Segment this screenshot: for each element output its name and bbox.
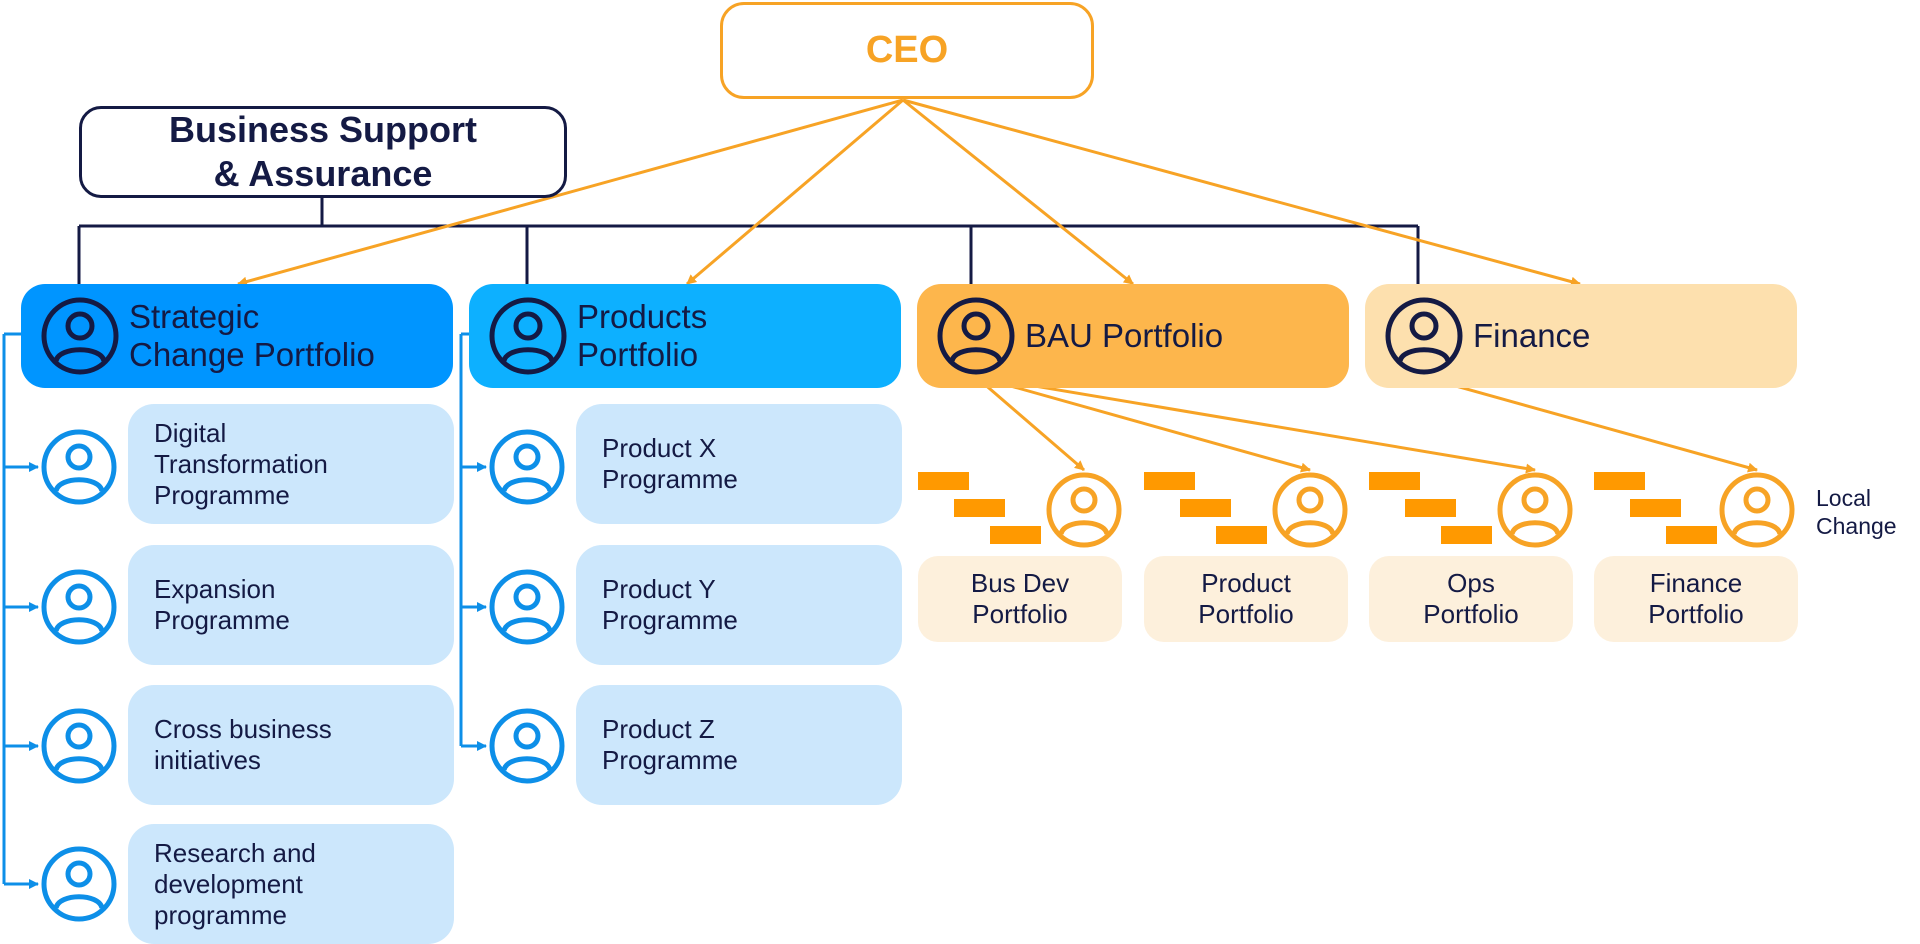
person-icon <box>937 297 1015 375</box>
portfolio-label: Strategic Change Portfolio <box>129 298 375 373</box>
programme-expansion: Expansion Programme <box>128 545 454 665</box>
person-icon <box>41 846 117 922</box>
sub-portfolio-label: Bus Dev Portfolio <box>970 568 1070 629</box>
portfolio-strategic-change: Strategic Change Portfolio <box>21 284 453 388</box>
portfolio-bau: BAU Portfolio <box>917 284 1349 388</box>
person-icon <box>41 569 117 645</box>
programme-digital-transformation: Digital Transformation Programme <box>128 404 454 524</box>
person-icon <box>1272 472 1348 548</box>
programme-product-z: Product Z Programme <box>576 685 902 805</box>
programme-label: Digital Transformation Programme <box>154 417 328 510</box>
local-connectors <box>974 374 1758 474</box>
business-support-node: Business Support & Assurance <box>79 106 567 198</box>
sub-portfolio-label: Ops Portfolio <box>1423 568 1519 629</box>
programme-cross-business: Cross business initiatives <box>128 685 454 805</box>
sub-portfolio-bus-dev: Bus Dev Portfolio <box>918 556 1122 642</box>
ceo-node: CEO <box>720 2 1094 99</box>
programme-product-x: Product X Programme <box>576 404 902 524</box>
programme-label: Research and development programme <box>154 837 316 930</box>
sub-portfolio-label: Product Portfolio <box>1198 568 1294 629</box>
gantt-bars-icon <box>1144 472 1267 544</box>
portfolio-label: Finance <box>1473 317 1591 354</box>
gantt-bars-icon <box>918 472 1041 544</box>
assurance-connectors <box>74 198 1423 295</box>
programme-label: Product Y Programme <box>602 574 738 635</box>
ceo-connectors <box>237 98 1581 287</box>
person-icon <box>489 569 565 645</box>
person-icon <box>489 708 565 784</box>
person-icon <box>1385 297 1463 375</box>
portfolio-label: BAU Portfolio <box>1025 317 1224 354</box>
person-icon <box>41 708 117 784</box>
local-change-label: Local Change <box>1816 485 1897 539</box>
person-icon <box>1046 472 1122 548</box>
sub-portfolio-product: Product Portfolio <box>1144 556 1348 642</box>
business-support-label: Business Support & Assurance <box>168 109 478 194</box>
portfolio-label: Products Portfolio <box>577 298 708 373</box>
programme-connectors <box>2 332 487 889</box>
person-icon <box>489 297 567 375</box>
person-icon <box>41 297 119 375</box>
gantt-bars-icon <box>1594 472 1717 544</box>
gantt-bars-icon <box>1369 472 1492 544</box>
programme-label: Cross business initiatives <box>154 714 332 775</box>
person-icon <box>489 429 565 505</box>
person-icon <box>41 429 117 505</box>
portfolio-products: Products Portfolio <box>469 284 901 388</box>
programme-label: Product Z Programme <box>602 714 738 775</box>
ceo-label: CEO <box>865 29 949 71</box>
programme-label: Expansion Programme <box>154 574 290 635</box>
programme-research-development: Research and development programme <box>128 824 454 944</box>
portfolio-finance: Finance <box>1365 284 1797 388</box>
programme-label: Product X Programme <box>602 433 738 494</box>
sub-portfolio-label: Finance Portfolio <box>1648 568 1744 629</box>
programme-product-y: Product Y Programme <box>576 545 902 665</box>
sub-portfolio-finance: Finance Portfolio <box>1594 556 1798 642</box>
person-icon <box>1497 472 1573 548</box>
sub-portfolio-ops: Ops Portfolio <box>1369 556 1573 642</box>
person-icon <box>1719 472 1795 548</box>
